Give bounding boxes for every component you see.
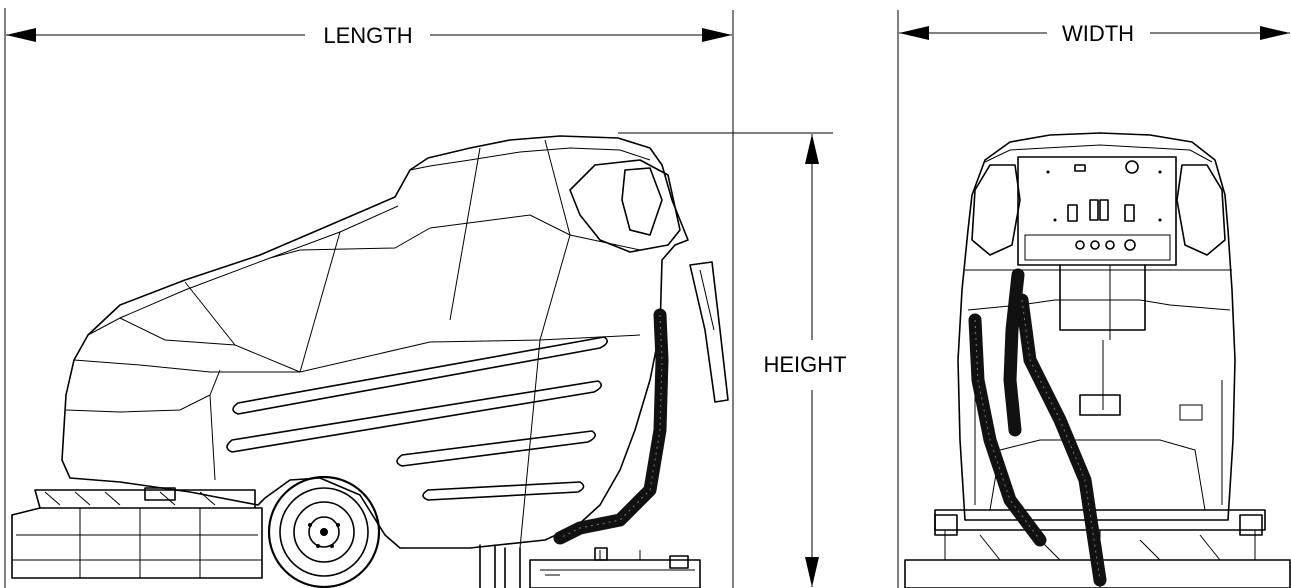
recovery-hose <box>553 308 669 545</box>
machine-side-view <box>11 135 729 588</box>
rear-body-outline <box>957 132 1236 521</box>
rear-wheel <box>267 475 381 588</box>
body-grooves <box>226 336 608 501</box>
length-dimension: LENGTH <box>4 8 734 588</box>
machine-body-outline <box>61 135 689 549</box>
scrub-deck <box>11 487 263 579</box>
width-dimension: WIDTH <box>897 10 1290 588</box>
height-label: HEIGHT <box>763 352 846 377</box>
control-panel <box>1017 156 1177 266</box>
height-dimension: HEIGHT <box>618 132 847 587</box>
machine-rear-view <box>904 132 1291 588</box>
squeegee-assembly <box>479 544 701 588</box>
rear-hoses <box>968 268 1107 587</box>
length-label: LENGTH <box>323 23 412 48</box>
width-label: WIDTH <box>1062 21 1134 46</box>
